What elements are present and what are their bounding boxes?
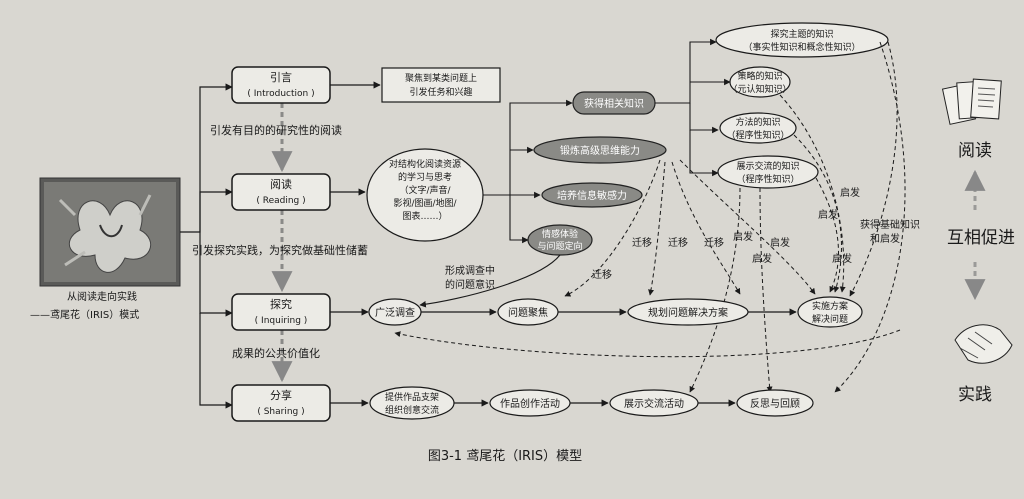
emotion-l2: 与问题定向 [537, 240, 582, 252]
stage-intro-en: ( Introduction ) [247, 89, 314, 99]
acquire-label: 获得相关知识 [584, 97, 644, 110]
label-basic-l1: 获得基础知识 [860, 218, 920, 231]
stage-reading-en: ( Reading ) [256, 196, 305, 206]
label-basic-l2: 和启发 [870, 232, 900, 245]
emotion-l1: 情感体验 [542, 228, 578, 240]
left-caption-line1: 从阅读走向实践 [67, 290, 137, 303]
transition-2: 引发探究实践，为探究做基础性储蓄 [192, 243, 368, 257]
transition-3: 成果的公共价值化 [232, 346, 320, 360]
impl-l1: 实施方案 [812, 300, 848, 312]
stage-intro-cn: 引言 [270, 70, 292, 84]
method-l1: 方法的知识 [735, 116, 780, 128]
label-inspire-3: 启发 [770, 236, 790, 249]
right-mutual: 互相促进 [947, 228, 1015, 248]
reading-fanout [483, 99, 573, 244]
dashed-edges [394, 41, 906, 393]
strategy-l2: （元认知知识） [728, 83, 791, 95]
impl-l2: 解决问题 [812, 313, 848, 325]
create-label: 作品创作活动 [500, 397, 560, 410]
inquiry-implement: 实施方案 解决问题 [797, 296, 863, 328]
survey-label: 广泛调查 [375, 306, 415, 319]
stage-inquiring: 探究 ( Inquiring ) [231, 293, 331, 331]
label-migrate-1: 迁移 [632, 236, 652, 249]
plan-label: 规划问题解决方案 [648, 306, 728, 319]
stage-introduction: 引言 ( Introduction ) [231, 66, 331, 104]
show-label: 展示交流活动 [624, 397, 684, 410]
provide-l2: 组织创意交流 [385, 404, 439, 416]
label-survey-l2: 的问题意识 [445, 278, 495, 291]
handshake-icon [954, 324, 1013, 364]
method-l2: （程序性知识） [726, 129, 789, 141]
inquiry-survey: 广泛调查 [368, 298, 422, 326]
intro-box-line1: 聚焦到某类问题上 [405, 72, 477, 84]
label-survey-l1: 形成调查中 [445, 264, 495, 277]
stage-reading-cn: 阅读 [270, 177, 292, 191]
stage-inquiring-en: ( Inquiring ) [255, 316, 308, 326]
knowledge-theme: 探究主题的知识 （事实性知识和概念性知识） [715, 22, 889, 58]
sharing-show: 展示交流活动 [609, 389, 699, 417]
focus-label: 问题聚焦 [508, 306, 548, 319]
node-emotion: 情感体验 与问题定向 [527, 224, 593, 256]
knowledge-display: 展示交流的知识 （程序性知识） [717, 155, 819, 189]
figure-caption: 图3-1 鸢尾花（IRIS）模型 [428, 448, 582, 464]
info-label: 培养信息敏感力 [557, 189, 627, 202]
reading-line3: （文字/声音/ [399, 184, 451, 196]
knowledge-fanout [655, 38, 731, 177]
inquiry-plan: 规划问题解决方案 [627, 298, 749, 326]
left-caption-line2: ——鸢尾花（IRIS）模式 [30, 308, 139, 321]
right-practice: 实践 [958, 385, 992, 405]
stage-sharing-en: ( Sharing ) [257, 407, 304, 417]
stage-sharing: 分享 ( Sharing ) [231, 384, 331, 422]
label-inspire-5: 启发 [818, 208, 838, 221]
intro-box-line2: 引发任务和兴趣 [409, 86, 472, 98]
reading-resources-ellipse: 对结构化阅读资源 的学习与思考 （文字/声音/ 影视/图画/地图/ 图表……） [366, 148, 484, 242]
label-migrate-3: 迁移 [704, 236, 724, 249]
spine-connectors [180, 83, 233, 409]
inquiry-focus: 问题聚焦 [497, 298, 559, 326]
label-inspire-1: 启发 [733, 230, 753, 243]
stage-outputs [330, 81, 381, 407]
sharing-reflect: 反思与回顾 [736, 389, 814, 417]
right-read: 阅读 [958, 141, 992, 161]
reading-line5: 图表……） [402, 210, 447, 222]
intro-focus-box: 聚焦到某类问题上 引发任务和兴趣 [381, 67, 501, 103]
reflect-label: 反思与回顾 [750, 398, 800, 410]
provide-l1: 提供作品支架 [385, 391, 439, 403]
display-l2: （程序性知识） [736, 173, 799, 185]
knowledge-method: 方法的知识 （程序性知识） [719, 112, 797, 144]
knowledge-strategy: 策略的知识 （元认知知识） [728, 66, 792, 98]
theme-l1: 探究主题的知识 [770, 28, 833, 40]
stage-sharing-cn: 分享 [270, 388, 292, 402]
theme-l2: （事实性知识和概念性知识） [743, 41, 860, 53]
display-l1: 展示交流的知识 [736, 160, 799, 172]
label-inspire-4: 启发 [840, 186, 860, 199]
strategy-l1: 策略的知识 [737, 70, 782, 82]
stage-inquiring-cn: 探究 [270, 297, 292, 311]
node-higher-thinking: 锻炼高级思维能力 [533, 136, 667, 164]
iris-flower-image [39, 177, 181, 287]
reading-line1: 对结构化阅读资源 [389, 158, 461, 170]
emotion-to-survey [419, 254, 561, 308]
label-migrate-2: 迁移 [668, 236, 688, 249]
node-info-sensitivity: 培养信息敏感力 [541, 182, 643, 208]
thinking-label: 锻炼高级思维能力 [560, 144, 640, 157]
reading-papers-icon [941, 78, 1002, 125]
reading-line4: 影视/图画/地图/ [393, 197, 457, 209]
label-migrate-4: 迁移 [592, 268, 612, 281]
label-inspire-2: 启发 [752, 252, 772, 265]
sharing-provide: 提供作品支架 组织创意交流 [369, 386, 455, 420]
transition-1: 引发有目的的研究性的阅读 [210, 123, 342, 137]
sharing-create: 作品创作活动 [489, 389, 571, 417]
label-inspire-6: 启发 [832, 252, 852, 265]
node-acquire-knowledge: 获得相关知识 [572, 91, 656, 115]
stage-reading: 阅读 ( Reading ) [231, 173, 331, 211]
reading-line2: 的学习与思考 [398, 171, 452, 183]
